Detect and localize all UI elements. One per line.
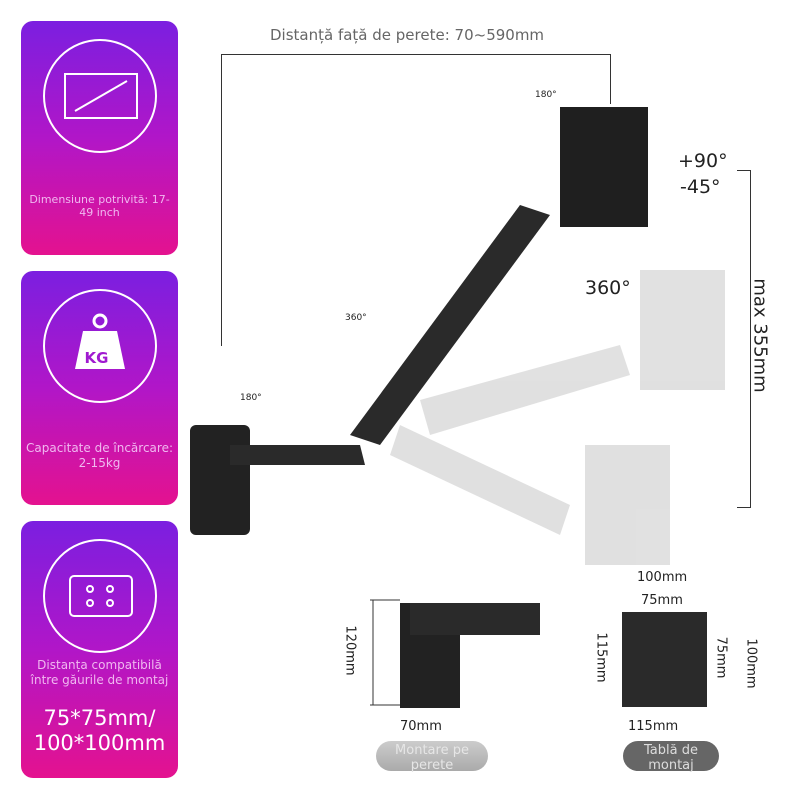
distance-line [221, 54, 611, 55]
feature-card-weight: KG Capacitate de încărcare: 2-15kg [21, 271, 178, 505]
kg-label: KG [84, 349, 109, 367]
wall-width-label: 70mm [400, 719, 442, 734]
max-height-label: max 355mm [749, 278, 771, 393]
feature-card-size: Dimensiune potrivită: 17-49 inch [21, 21, 178, 255]
wall-distance-label: Distanță față de perete: 70~590mm [270, 26, 545, 44]
feature-text: Capacitate de încărcare: 2-15kg [25, 441, 174, 470]
mounting-plate [622, 612, 707, 707]
tilt-up-label: +90° [678, 150, 728, 172]
wall-mount-detail [370, 599, 540, 708]
plate-height-left: 115mm [593, 632, 609, 683]
distance-line [221, 54, 222, 346]
distance-line [610, 54, 611, 104]
height-line [737, 507, 751, 508]
feature-card-vesa: Distanța compatibilă între găurile de mo… [21, 521, 178, 778]
screen-size-icon [63, 73, 138, 119]
plate-inner-width: 75mm [641, 593, 683, 608]
weight-kg-icon [74, 313, 125, 369]
plate-bottom-width: 115mm [628, 719, 679, 734]
wall-height-label: 120mm [342, 625, 358, 676]
swivel-mid-label: 360° [345, 313, 367, 323]
monitor-arm-illustration [190, 107, 725, 565]
vesa-size-2: 100*100mm [33, 731, 166, 755]
swivel-base-label: 180° [240, 393, 262, 403]
swivel-top-label: 180° [535, 90, 557, 100]
vesa-holes-icon [68, 575, 133, 617]
height-line [737, 170, 751, 171]
feature-text: Distanța compatibilă între găurile de mo… [30, 658, 169, 687]
icon-circle [42, 39, 157, 153]
vesa-size-1: 75*75mm/ [43, 706, 156, 730]
feature-text: Dimensiune potrivită: 17-49 inch [29, 193, 170, 219]
tilt-down-label: -45° [680, 176, 721, 198]
rotation-label: 360° [585, 277, 631, 299]
wall-mount-badge: Montare pe perete [376, 741, 488, 773]
plate-height-outer: 100mm [743, 638, 759, 689]
height-line [750, 170, 751, 508]
plate-outer-width: 100mm [637, 570, 688, 585]
icon-circle [42, 539, 157, 653]
plate-badge: Tablă de montaj [623, 741, 719, 773]
plate-height-inner: 75mm [713, 636, 729, 679]
icon-circle: KG [42, 289, 157, 403]
